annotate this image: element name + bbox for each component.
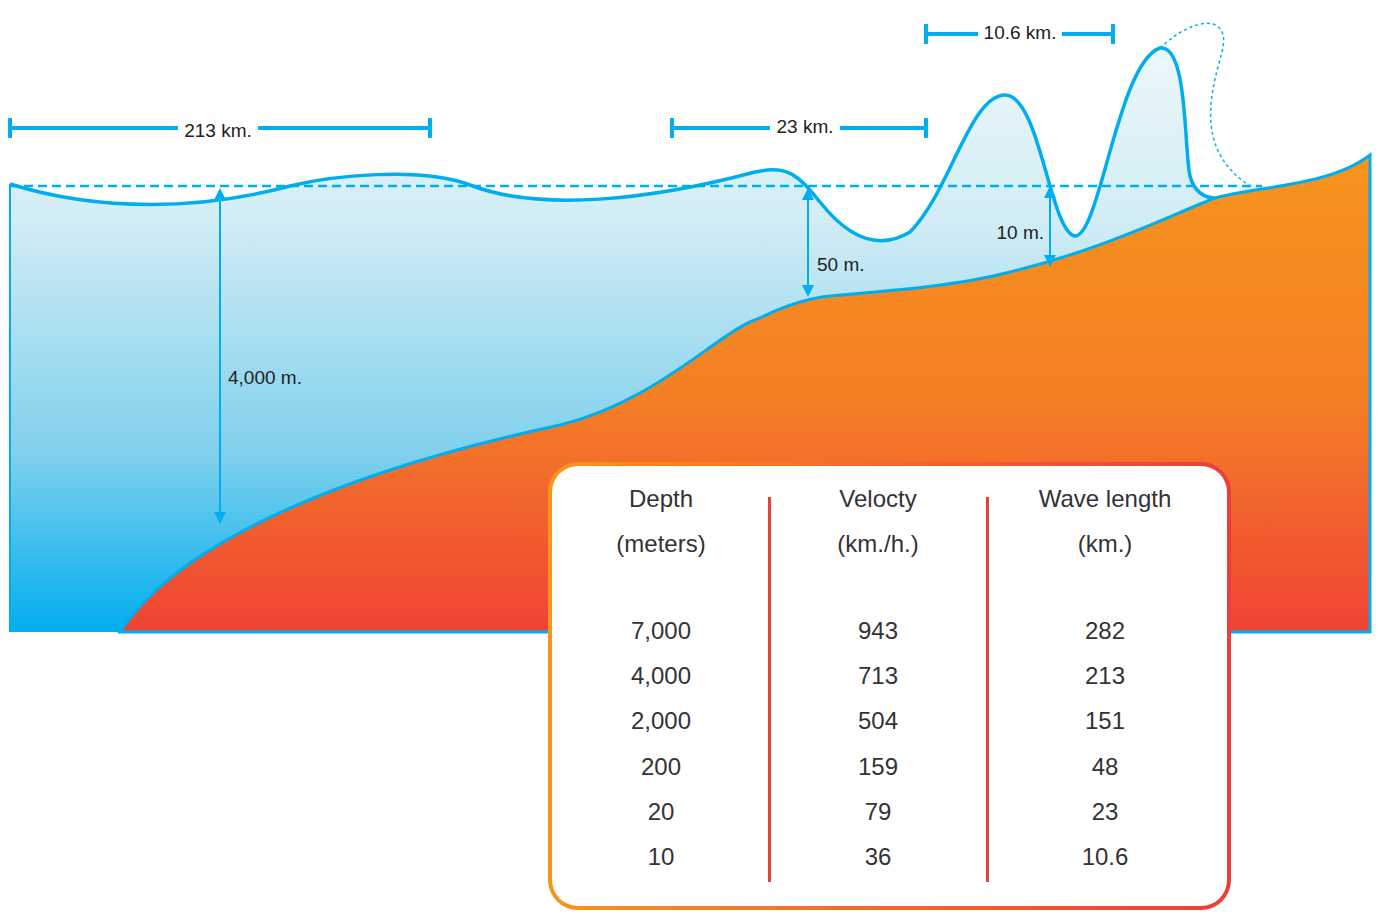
dimension-bars [10, 24, 1113, 138]
table-cell: 713 [798, 653, 958, 698]
dimension-label: 10 m. [996, 222, 1044, 244]
table-cell: 159 [798, 744, 958, 789]
column-divider [768, 497, 771, 882]
table-cell: 7,000 [581, 608, 741, 653]
still-water-line [10, 185, 1262, 188]
column-header: Velocty (km./h.) [798, 476, 958, 566]
table-cell: 282 [1025, 608, 1185, 653]
table-cell: 4,000 [581, 653, 741, 698]
dimension-label: 10.6 km. [978, 22, 1063, 44]
table-cell: 23 [1025, 789, 1185, 834]
table-cell: 504 [798, 698, 958, 743]
table-cell: 943 [798, 608, 958, 653]
table-cell: 10.6 [1025, 834, 1185, 879]
data-table-panel: Depth (meters) Velocty (km./h.) Wave lengt… [548, 462, 1231, 910]
dimension-label: 23 km. [770, 116, 839, 138]
column-header: Depth (meters) [581, 476, 741, 566]
table-cell: 151 [1025, 698, 1185, 743]
table-cell: 48 [1025, 744, 1185, 789]
table-cell: 36 [798, 834, 958, 879]
table-cell: 79 [798, 789, 958, 834]
table-cell: 200 [581, 744, 741, 789]
water-left-edge [9, 184, 11, 632]
dimension-label: 4,000 m. [228, 367, 302, 389]
wave-surface [10, 48, 1215, 241]
column-header: Wave length (km.) [1025, 476, 1185, 566]
breaking-crest [1160, 23, 1250, 186]
dimension-label: 213 km. [178, 120, 258, 142]
table-cell: 10 [581, 834, 741, 879]
table-cell: 213 [1025, 653, 1185, 698]
dimension-label: 50 m. [817, 254, 865, 276]
table-cell: 2,000 [581, 698, 741, 743]
column-divider [986, 497, 989, 882]
table-cell: 20 [581, 789, 741, 834]
